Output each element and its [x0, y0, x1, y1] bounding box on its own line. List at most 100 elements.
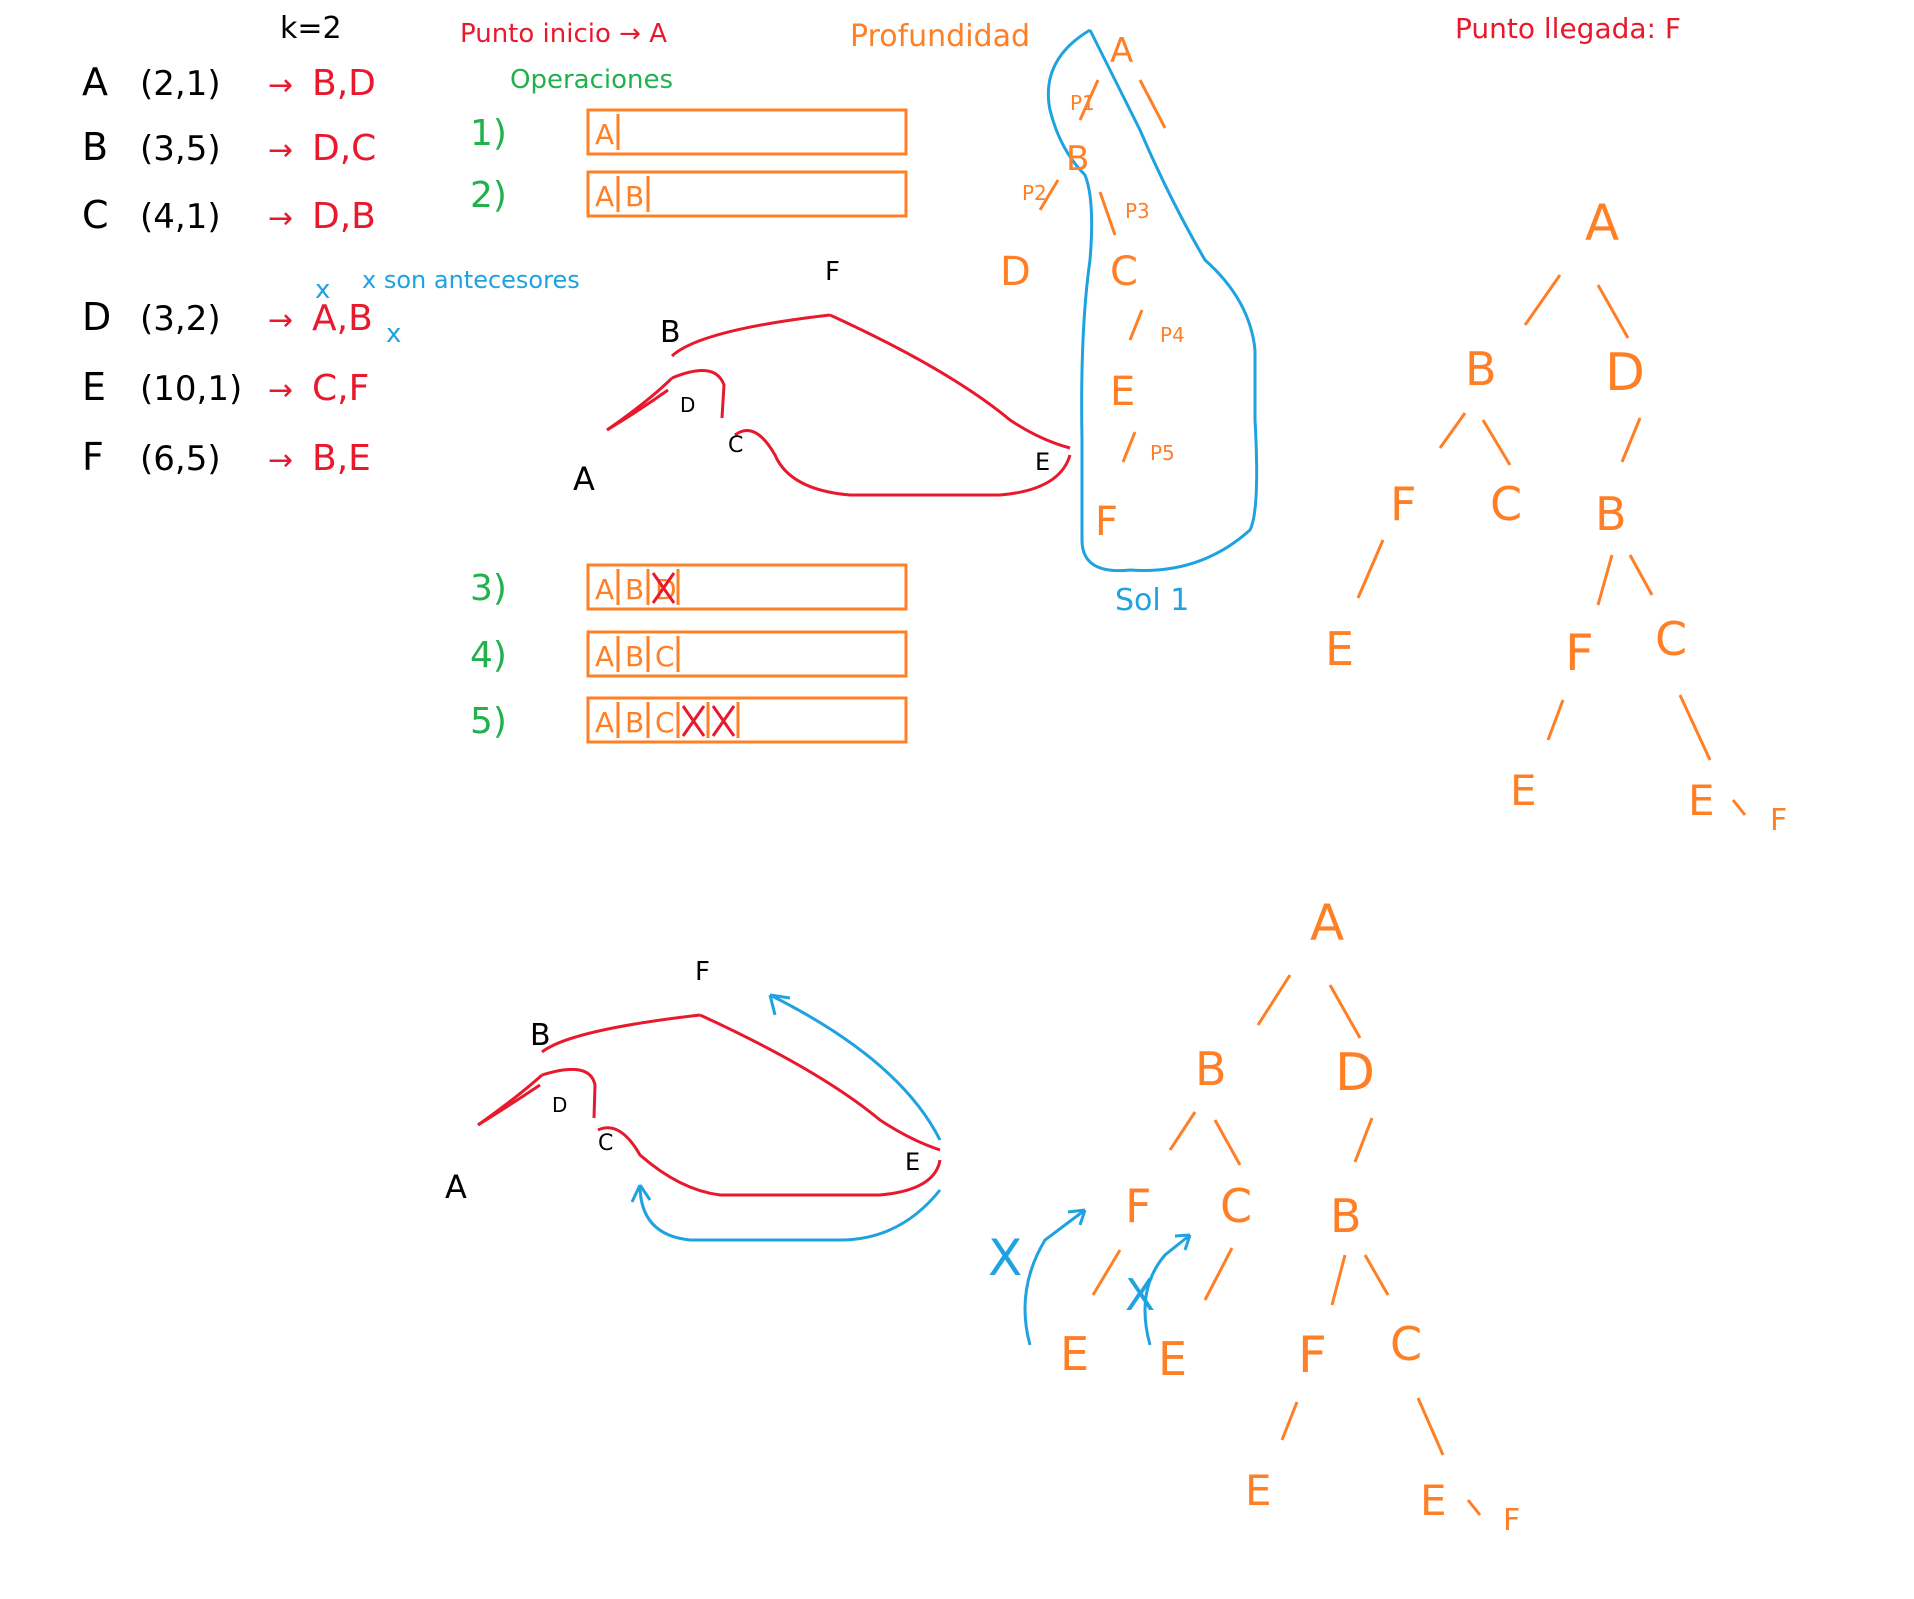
node-row: A(2,1)→B,D: [82, 60, 376, 104]
graph-top-node-c: C: [728, 433, 743, 458]
node-row-name: F: [82, 435, 104, 479]
search-tree-node-c2: C: [1655, 612, 1687, 666]
graph-bottom-arrow-e-f: [769, 993, 942, 1141]
node-row-arrow: →: [268, 201, 293, 236]
ancestors-note-mark: x: [315, 275, 330, 305]
search-tree-node-f1: F: [1390, 477, 1416, 531]
depth-tree-edge-c-e: [1128, 309, 1144, 341]
graph-top-node-a: A: [573, 460, 595, 498]
operation-stack-cell: A: [595, 180, 614, 213]
node-row: F (6,5) → B,E: [82, 435, 371, 479]
bottom-tree-edge-f2-e: [1280, 1401, 1299, 1441]
depth-tree-node-f: F: [1095, 499, 1118, 545]
goal-point-label: Punto llegada: F: [1455, 12, 1681, 45]
start-point-label: Punto inicio → A: [460, 19, 667, 49]
bottom-tree-edge-a-b: [1256, 974, 1292, 1026]
search-tree-node-b: B: [1465, 342, 1497, 396]
graph-top-node-b: B: [660, 315, 681, 350]
node-row-arrow: →: [268, 68, 293, 103]
solution-label: Sol 1: [1115, 583, 1189, 618]
search-tree-node-f2: F: [1565, 624, 1594, 682]
search-tree-edge-b2-c: [1628, 554, 1654, 596]
operation-step-number: 4): [470, 635, 507, 676]
operation-stack-cross: [651, 572, 676, 604]
bottom-tree-edge-e4-f: [1466, 1499, 1482, 1516]
search-tree-edge-a-b: [1523, 274, 1562, 326]
graph-bottom-arrow-e-f-head: [768, 993, 791, 1016]
node-row-name: C: [82, 193, 109, 237]
graph-bottom-edge-b-d: [541, 1067, 597, 1119]
operation-stack-box: [586, 108, 908, 156]
bottom-tree-backtrack-arrow-1: [1023, 1208, 1086, 1346]
depth-tree-edge-a-b: [1078, 79, 1100, 121]
depth-tree-edge-label-p5: P5: [1150, 441, 1175, 465]
node-row-successors: A,B: [312, 298, 373, 339]
bottom-tree-backtrack-arrow-2-head: [1174, 1233, 1192, 1251]
search-tree-bottom: A B D F C B E E F C E E F X X: [988, 894, 1520, 1538]
search-tree-node-e3: E: [1688, 776, 1715, 825]
operation-step-number: 3): [470, 568, 507, 609]
operation-stack-cell: A: [595, 640, 614, 673]
graph-top-node-e: E: [1035, 448, 1050, 476]
graph-bottom-node-c: C: [598, 1131, 613, 1156]
operation-stack-cell: B: [625, 640, 644, 673]
operation-stack-cell: B: [625, 706, 644, 739]
search-tree-edge-c2-e: [1678, 694, 1712, 761]
operation-step: 3)ABD: [470, 563, 908, 611]
node-row-coords: (3,5): [140, 129, 221, 169]
search-tree-node-a: A: [1585, 194, 1619, 252]
node-row-name: B: [82, 125, 108, 169]
bottom-tree-node-e3: E: [1245, 1466, 1272, 1515]
depth-tree-edge-b-d: [1038, 179, 1060, 211]
node-row-successors: C,F: [312, 368, 369, 409]
operation-stack-cell: C: [655, 640, 675, 673]
bottom-tree-edge-b-f: [1168, 1111, 1197, 1151]
graph-top-edge-f-e: [829, 313, 1071, 450]
operation-stack-cell: A: [595, 118, 614, 151]
depth-tree-node-e: E: [1110, 369, 1135, 415]
graph-bottom: A B D C F E: [445, 957, 942, 1242]
graph-top-edge-b-f: [670, 313, 831, 358]
graph-bottom-node-f: F: [695, 957, 710, 987]
node-row-arrow: →: [268, 443, 293, 478]
search-tree-edge-f2-e: [1546, 699, 1565, 741]
depth-tree: Sol 1 A B D C E F P1 P2 P3 P4 P5: [1000, 28, 1259, 618]
node-row-coords: (4,1): [140, 197, 221, 237]
graph-bottom-arrow-e-c-head: [630, 1184, 652, 1203]
search-tree-edge-f-e: [1356, 539, 1385, 599]
bottom-tree-edge-c-e: [1203, 1247, 1234, 1301]
graph-bottom-node-a: A: [445, 1168, 467, 1206]
graph-bottom-node-b: B: [530, 1018, 551, 1053]
node-row-arrow: →: [268, 373, 293, 408]
operation-stack-cell: A: [595, 573, 614, 606]
search-tree-node-e2: E: [1510, 766, 1537, 815]
bottom-tree-edge-a-d: [1328, 984, 1362, 1039]
node-row-arrow: →: [268, 133, 293, 168]
depth-label: Profundidad: [850, 19, 1030, 54]
search-tree-top: A B D F C B E F C E E F: [1325, 194, 1787, 838]
node-row-name: D: [82, 295, 111, 339]
bottom-tree-edge-b2-c: [1363, 1254, 1390, 1296]
node-row-successors: B,E: [312, 438, 371, 479]
bottom-tree-edge-c2-e: [1416, 1397, 1445, 1456]
graph-bottom-node-d: D: [552, 1093, 567, 1117]
node-coordinates-list: k=2 A(2,1)→B,DB(3,5)→D,CC(4,1)→D,BD(3,2)…: [82, 11, 401, 479]
bottom-tree-backtrack-arrow-2: [1143, 1233, 1191, 1346]
node-row-coords: (6,5): [140, 439, 221, 479]
k-label: k=2: [280, 11, 342, 46]
depth-tree-node-c: C: [1110, 249, 1138, 295]
graph-bottom-node-e: E: [905, 1148, 920, 1176]
graph-top-edge-c-e: [734, 429, 1072, 497]
search-tree-node-e1: E: [1325, 622, 1354, 676]
node-row: E(10,1)→C,F: [82, 365, 369, 409]
search-tree-edge-e3-f: [1731, 799, 1747, 816]
graph-top-node-f: F: [825, 257, 840, 287]
bottom-tree-node-f3: F: [1503, 1503, 1520, 1538]
depth-tree-edge-e-f: [1121, 431, 1137, 463]
operation-stack-cross: [711, 705, 736, 737]
depth-tree-edge-label-p1: P1: [1070, 91, 1095, 115]
search-tree-edge-b-c: [1481, 419, 1512, 466]
